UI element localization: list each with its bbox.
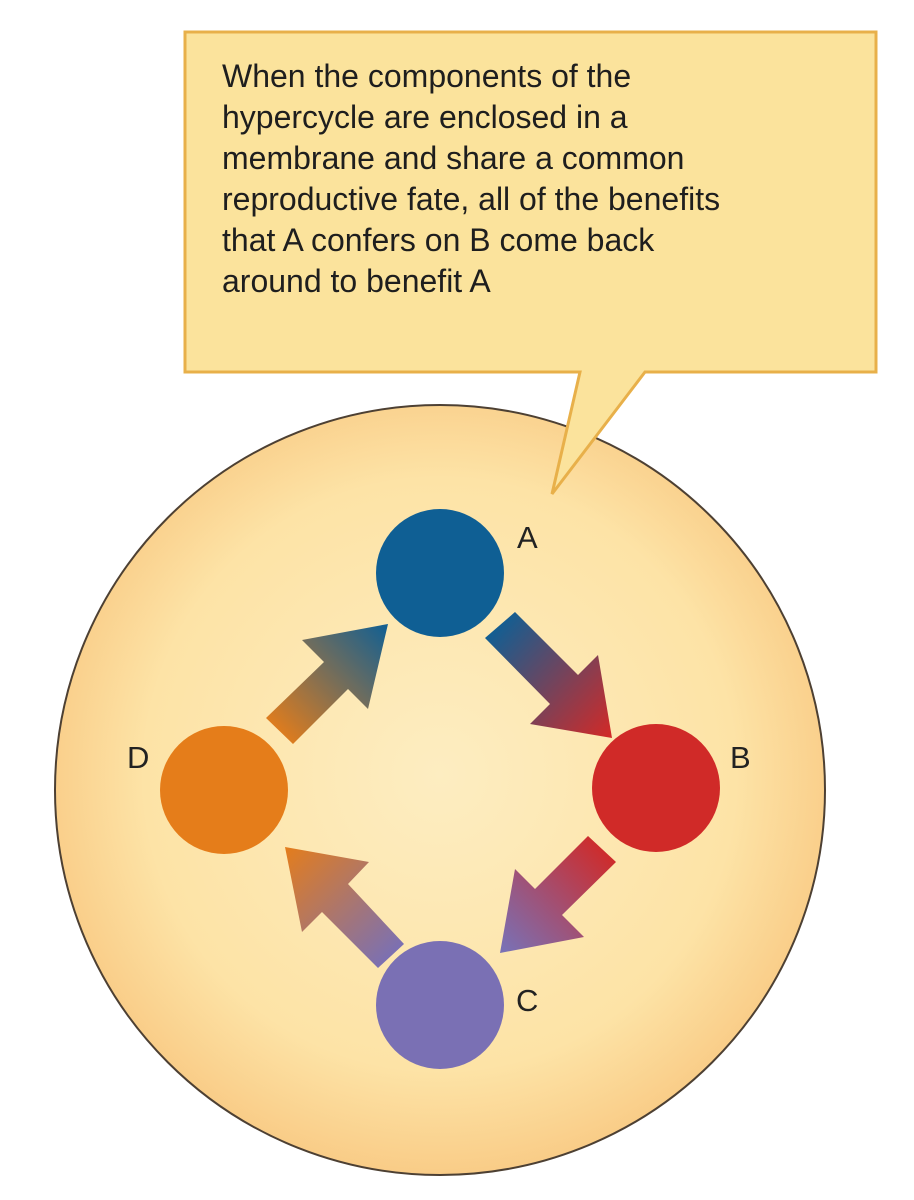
node-b-label: B bbox=[730, 740, 751, 775]
arrow-a-to-b bbox=[485, 612, 612, 738]
arrow-d-to-a bbox=[266, 624, 388, 744]
callout-line: reproductive fate, all of the benefits bbox=[222, 180, 721, 217]
node-c bbox=[376, 941, 504, 1069]
callout-box bbox=[183, 30, 878, 495]
callout-line: hypercycle are enclosed in a bbox=[222, 98, 628, 135]
callout-line: around to benefit A bbox=[222, 262, 491, 299]
node-d-label: D bbox=[127, 740, 150, 775]
callout-line: membrane and share a common bbox=[222, 139, 685, 176]
arrow-c-to-d bbox=[285, 847, 404, 968]
node-a bbox=[376, 509, 504, 637]
membrane bbox=[54, 404, 826, 1176]
callout-text: When the components of the hypercycle ar… bbox=[222, 56, 872, 302]
node-b bbox=[592, 724, 720, 852]
callout-line: that A confers on B come back bbox=[222, 221, 655, 258]
node-a-label: A bbox=[517, 520, 538, 555]
node-c-label: C bbox=[516, 983, 539, 1018]
node-d bbox=[160, 726, 288, 854]
callout-line: When the components of the bbox=[222, 58, 632, 94]
arrow-b-to-c bbox=[500, 836, 616, 953]
